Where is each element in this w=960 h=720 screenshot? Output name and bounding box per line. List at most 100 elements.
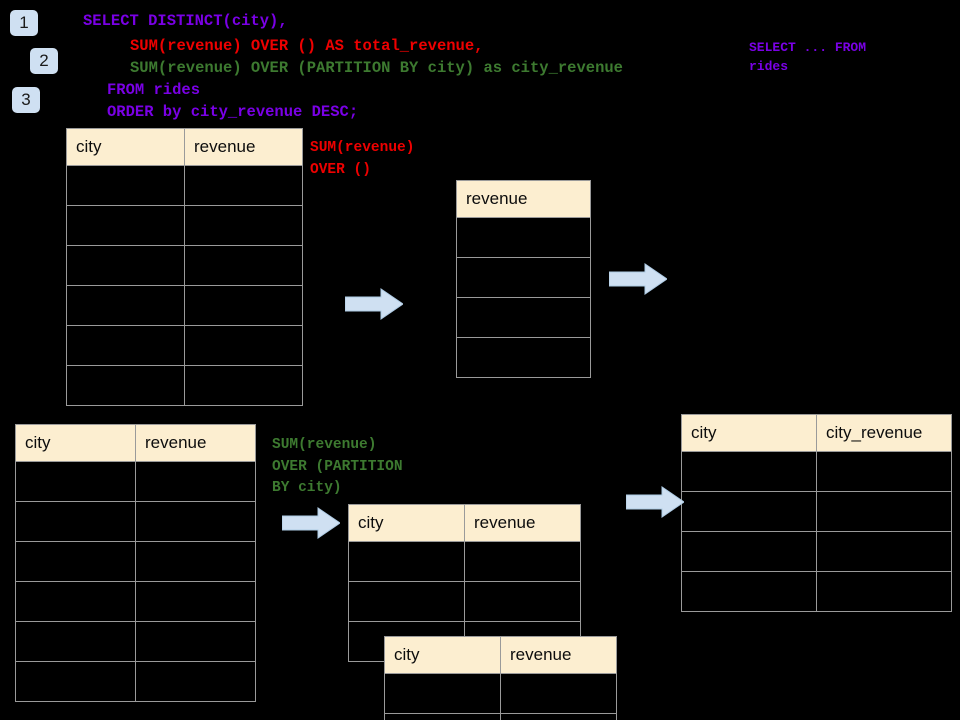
column-header-revenue: revenue (500, 636, 617, 674)
column-header-city: city (15, 424, 136, 462)
table-row (66, 165, 303, 206)
cell (135, 581, 256, 622)
arrow-partition-to-result-icon (626, 486, 684, 518)
cell (384, 673, 501, 714)
arrow-source-to-total-icon (345, 288, 403, 320)
sql-line-total-revenue: SUM(revenue) OVER () AS total_revenue, (130, 37, 484, 55)
table-header-row: city revenue (384, 636, 617, 674)
side-note-line-1: SELECT ... FROM (749, 40, 867, 55)
sql-line-city-revenue: SUM(revenue) OVER (PARTITION BY city) as… (130, 59, 623, 77)
column-header-revenue: revenue (184, 128, 303, 166)
table-body (456, 217, 591, 378)
table-row (66, 325, 303, 366)
table-row (15, 501, 256, 542)
table-row (456, 257, 591, 298)
cell (66, 245, 185, 286)
cell (816, 531, 952, 572)
table-row (66, 285, 303, 326)
cell (135, 501, 256, 542)
cell (135, 461, 256, 502)
table-body (15, 461, 256, 702)
cell (15, 541, 136, 582)
column-header-city: city (384, 636, 501, 674)
cell (184, 365, 303, 406)
cell (681, 451, 817, 492)
cell (135, 541, 256, 582)
cell (384, 713, 501, 720)
column-header-city: city (348, 504, 465, 542)
table-row (681, 571, 952, 612)
table-row (66, 205, 303, 246)
cell (681, 571, 817, 612)
table-row (681, 531, 952, 572)
table-header-row: city city_revenue (681, 414, 952, 452)
cell (184, 165, 303, 206)
column-header-revenue: revenue (456, 180, 591, 218)
cell (15, 581, 136, 622)
table-row (15, 541, 256, 582)
table-row (15, 581, 256, 622)
cell (500, 673, 617, 714)
table-partition-group-b: city revenue (384, 636, 617, 720)
cell (456, 297, 591, 338)
column-header-city: city (681, 414, 817, 452)
table-row (456, 297, 591, 338)
table-row (384, 713, 617, 720)
column-header-revenue: revenue (464, 504, 581, 542)
cell (348, 541, 465, 582)
cell (66, 165, 185, 206)
table-row (681, 491, 952, 532)
cell (456, 257, 591, 298)
cell (15, 661, 136, 702)
arrow-source-to-partition-icon (282, 507, 340, 539)
cell (464, 581, 581, 622)
table-row (15, 621, 256, 662)
table-header-row: city revenue (15, 424, 256, 462)
table-body (66, 165, 303, 406)
cell (15, 621, 136, 662)
cell (184, 205, 303, 246)
cell (15, 501, 136, 542)
cell (184, 245, 303, 286)
column-header-city: city (66, 128, 185, 166)
cell (184, 285, 303, 326)
table-row (15, 461, 256, 502)
cell (456, 337, 591, 378)
table-header-row: city revenue (348, 504, 581, 542)
label-over-empty: SUM(revenue) OVER () (310, 140, 415, 178)
table-row (384, 673, 617, 714)
cell (500, 713, 617, 720)
cell (816, 571, 952, 612)
table-source-rides-top: city revenue (66, 128, 303, 406)
cell (348, 581, 465, 622)
table-header-row: revenue (456, 180, 591, 218)
label-over-partition: SUM(revenue) OVER (PARTITION BY city) (272, 437, 403, 496)
cell (464, 541, 581, 582)
column-header-city-revenue: city_revenue (816, 414, 952, 452)
table-row (348, 541, 581, 582)
table-row (15, 661, 256, 702)
cell (135, 661, 256, 702)
step-badge-1: 1 (10, 10, 38, 36)
table-row (348, 581, 581, 622)
cell (816, 491, 952, 532)
table-row (456, 217, 591, 258)
step-badge-2: 2 (30, 48, 58, 74)
step-badge-3: 3 (12, 87, 40, 113)
table-source-rides-bottom: city revenue (15, 424, 256, 702)
cell (135, 621, 256, 662)
table-row (456, 337, 591, 378)
side-note-line-2: rides (749, 59, 789, 74)
sql-line-from: FROM rides (107, 81, 201, 99)
cell (184, 325, 303, 366)
cell (816, 451, 952, 492)
arrow-total-to-result-icon (609, 263, 667, 295)
table-body (681, 451, 952, 612)
cell (681, 491, 817, 532)
sql-line-select: SELECT DISTINCT(city), (83, 12, 288, 30)
cell (66, 365, 185, 406)
sql-line-order-by: ORDER by city_revenue DESC; (107, 103, 359, 121)
table-row (66, 245, 303, 286)
cell (681, 531, 817, 572)
